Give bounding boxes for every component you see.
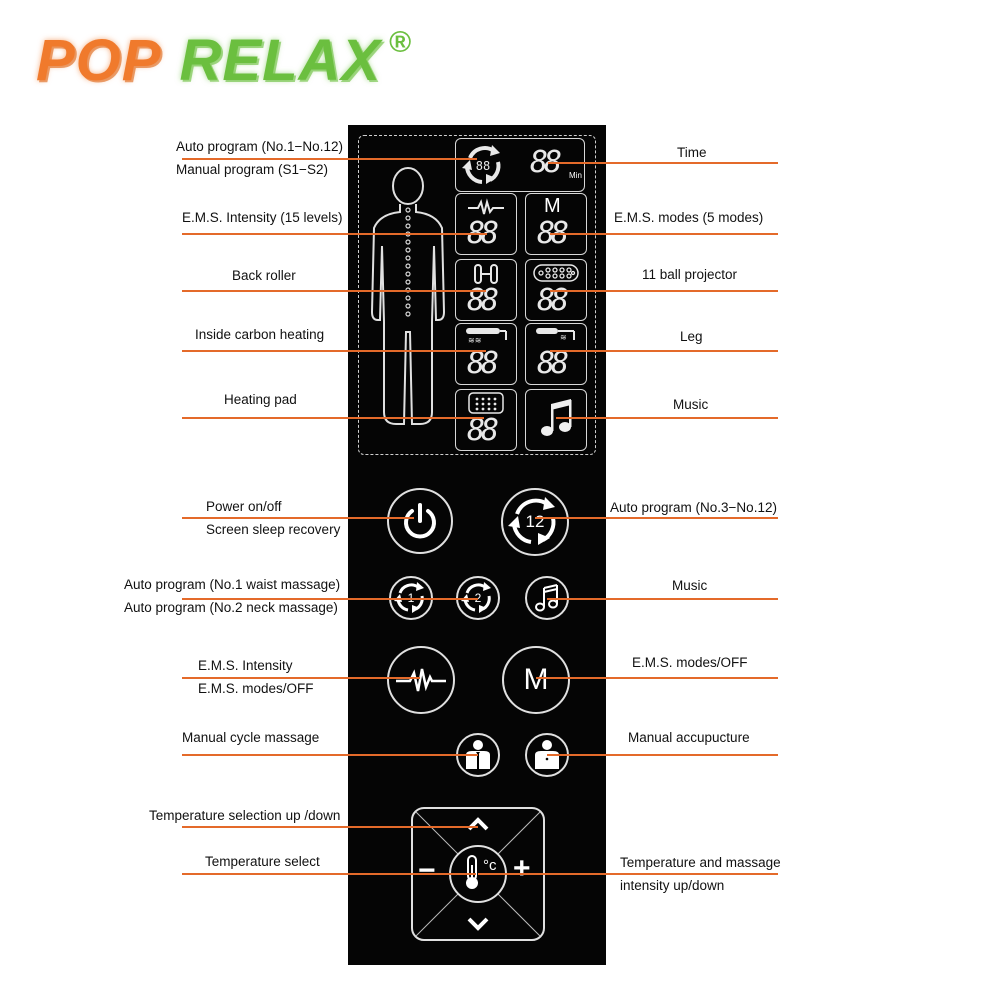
lcd-display: [358, 135, 596, 455]
label-auto-program-3-12: Auto program (No.3−No.12): [610, 500, 777, 515]
label-leg: Leg: [680, 329, 703, 344]
label-music-button: Music: [672, 578, 708, 593]
registered-mark: ®: [389, 26, 413, 59]
heating-pad-digits: 88: [467, 413, 499, 448]
label-manual-cycle: Manual cycle massage: [182, 730, 320, 745]
leader-line: [182, 233, 487, 235]
chevron-down-icon[interactable]: [466, 916, 490, 932]
leader-line: [550, 290, 778, 292]
leader-line: [535, 517, 778, 519]
person-icon: [466, 740, 490, 769]
svg-text:88: 88: [476, 159, 490, 173]
label-temp-up-down: Temperature selection up /down: [149, 808, 341, 823]
ems-wave-icon: [468, 198, 504, 215]
leader-line: [478, 873, 778, 875]
temperature-unit: °c: [483, 857, 497, 874]
label-music-display: Music: [673, 397, 709, 412]
label-temp-intensity-2: intensity up/down: [620, 878, 725, 893]
carbon-heating-digits: 88: [467, 346, 499, 381]
cycle-arrows-icon: 88: [462, 145, 501, 184]
leader-line: [547, 598, 778, 600]
temperature-minus-button[interactable]: −: [418, 854, 436, 887]
label-manual-acupuncture: Manual accupucture: [628, 730, 750, 745]
cycle-arrows-icon: [461, 582, 491, 613]
heating-pad-cell: [455, 389, 517, 451]
leader-line: [182, 873, 476, 875]
music-display-cell: [525, 389, 587, 451]
leader-line: [182, 754, 478, 756]
svg-text:≋: ≋: [560, 333, 567, 342]
label-ems-intensity: E.M.S. Intensity: [198, 658, 293, 673]
program-time-cell: [455, 138, 585, 192]
leader-line: [556, 417, 778, 419]
label-ems-modes-5: E.M.S. modes (5 modes): [614, 210, 764, 225]
leader-line: [550, 350, 778, 352]
music-note-icon: [541, 399, 572, 436]
leader-line: [550, 233, 778, 235]
music-note-icon: [535, 584, 558, 612]
svg-text:≋≋: ≋≋: [468, 336, 481, 345]
temperature-plus-button[interactable]: +: [513, 852, 531, 885]
leader-line: [547, 754, 778, 756]
leg-digits: 88: [537, 346, 569, 381]
label-heating-pad: Heating pad: [224, 392, 297, 407]
leader-line: [182, 598, 478, 600]
carbon-heating-icon: ≋≋: [466, 328, 507, 345]
leader-line: [182, 417, 484, 419]
leader-line: [182, 158, 477, 160]
leader-line: [182, 290, 486, 292]
auto-program-2-number: 2: [474, 591, 482, 605]
ems-wave-icon: [396, 668, 446, 692]
label-temp-select: Temperature select: [205, 854, 320, 869]
brand-logo: POP RELAX ®: [36, 20, 412, 100]
label-auto-program-2: Auto program (No.2 neck massage): [124, 600, 338, 615]
label-ems-modes-off-right: E.M.S. modes/OFF: [632, 655, 748, 670]
label-auto-program-1-12: Auto program (No.1−No.12): [176, 139, 343, 154]
brand-pop: POP: [36, 27, 162, 93]
label-power: Power on/off: [206, 499, 282, 514]
brand-relax: RELAX: [179, 27, 382, 93]
ems-modes-cell: [525, 193, 587, 255]
label-back-roller: Back roller: [232, 268, 296, 283]
label-temp-intensity-1: Temperature and massage: [620, 855, 781, 870]
label-ems-intensity-15: E.M.S. Intensity (15 levels): [182, 210, 343, 225]
label-manual-program: Manual program (S1−S2): [176, 162, 328, 177]
label-ems-modes-off-left: E.M.S. modes/OFF: [198, 681, 314, 696]
leader-line: [536, 677, 778, 679]
label-time: Time: [677, 145, 707, 160]
leader-line: [182, 350, 486, 352]
human-body-icon: [370, 167, 446, 425]
leader-line: [182, 826, 478, 828]
cycle-arrows-icon: [508, 497, 556, 545]
power-icon: [404, 503, 436, 539]
time-unit: Min: [569, 171, 582, 180]
leader-line: [182, 517, 414, 519]
chevron-up-icon[interactable]: [466, 816, 490, 832]
ems-intensity-button[interactable]: [387, 646, 455, 714]
ems-intensity-cell: [455, 193, 517, 255]
leader-line: [548, 162, 778, 164]
heating-pad-icon: [468, 392, 504, 414]
ems-mode-letter: M: [544, 195, 561, 217]
auto-program-12-number: 12: [525, 512, 545, 531]
ems-mode-button-letter: M: [523, 663, 549, 696]
ems-modes-button[interactable]: M: [502, 646, 570, 714]
power-button[interactable]: [387, 488, 453, 554]
person-icon: [535, 740, 559, 769]
label-screen-sleep: Screen sleep recovery: [206, 522, 341, 537]
back-roller-icon: [474, 264, 498, 284]
leg-heating-icon: ≋: [536, 328, 575, 342]
label-inside-carbon-heating: Inside carbon heating: [195, 327, 325, 342]
leader-line: [182, 677, 420, 679]
label-auto-program-1: Auto program (No.1 waist massage): [124, 577, 341, 592]
cycle-arrows-icon: [394, 582, 424, 613]
ball-projector-icon: [533, 264, 579, 282]
leg-cell: [525, 323, 587, 385]
carbon-heating-cell: [455, 323, 517, 385]
auto-program-12-button[interactable]: 12: [501, 488, 569, 556]
label-ball-projector: 11 ball projector: [642, 267, 738, 282]
